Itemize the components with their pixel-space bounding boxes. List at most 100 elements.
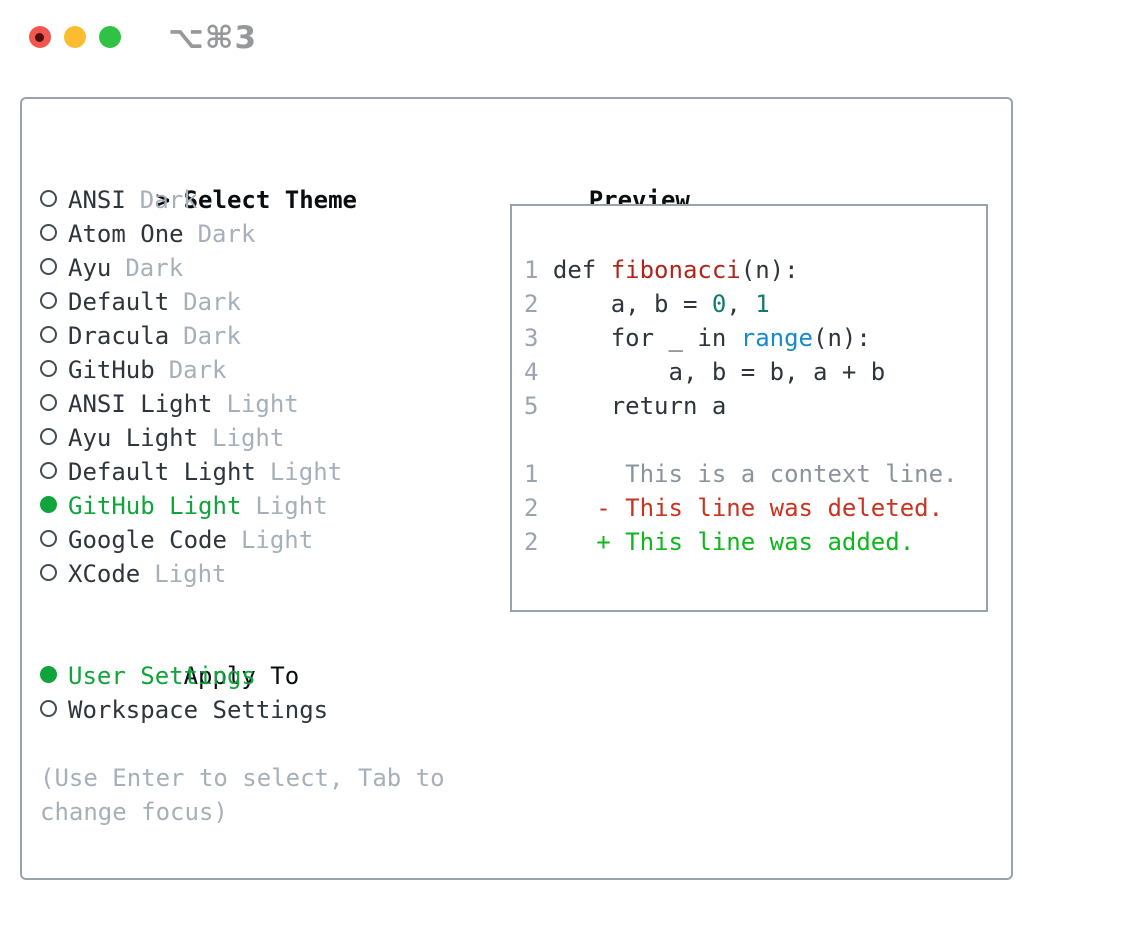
code-line: 2 + This line was added. [524,525,976,559]
theme-list-title: Select Theme [183,186,357,214]
radio-unselected-icon[interactable] [40,428,57,445]
radio-unselected-icon[interactable] [40,700,57,717]
marker-cell [40,285,68,319]
code-token-ln: 4 [524,358,553,386]
code-token-ln: 5 [524,392,553,420]
code-token-code [553,494,596,522]
theme-variant-label: Light [240,526,314,554]
theme-variant-label: Light [226,390,299,418]
theme-variant-label: Light [154,560,227,588]
code-line: 5 return a [524,389,976,423]
code-token-code: (n): [813,324,871,352]
code-token-ln: 3 [524,324,553,352]
radio-unselected-icon[interactable] [40,530,57,547]
theme-list-header: > Select Theme [40,149,480,214]
radio-unselected-icon[interactable] [40,360,57,377]
theme-option-label: XCode [68,560,141,588]
theme-variant-label: Dark [139,186,198,214]
code-token-ln: 2 [524,494,553,522]
theme-option-label: GitHub Light [68,492,242,520]
marker-cell [40,319,68,353]
apply-to-title: Apply To [183,662,300,690]
code-line: 4 a, b = b, a + b [524,355,976,389]
code-token-code: return a [552,392,727,420]
marker-cell [40,353,68,387]
titlebar: ⌥⌘3 [0,0,1140,74]
code-token-ln: 1 [524,460,553,488]
theme-option-label: Ayu [68,254,112,282]
marker-cell [40,421,68,455]
marker-cell [40,251,68,285]
theme-option-github-light[interactable]: GitHub Light Light [40,489,480,523]
radio-unselected-icon[interactable] [40,258,57,275]
code-token-code [553,528,596,556]
theme-option-label: Default Light [68,458,256,486]
theme-option-label: ANSI Light [68,390,213,418]
marker-cell [40,693,68,727]
minimize-button[interactable] [64,26,86,48]
code-token-del: - This line was deleted. [596,494,944,522]
radio-unselected-icon[interactable] [40,326,57,343]
theme-variant-label: Dark [125,254,184,282]
code-token-code: a, b = b, a + b [552,358,886,386]
code-token-code: (n): [740,256,799,284]
theme-option-ayu-light[interactable]: Ayu Light Light [40,421,480,455]
radio-unselected-icon[interactable] [40,394,57,411]
marker-cell [40,489,68,523]
radio-unselected-icon[interactable] [40,462,57,479]
cursor-arrow-icon: > [155,186,171,214]
marker-cell [40,387,68,421]
theme-option-google-code[interactable]: Google Code Light [40,523,480,557]
apply-to-option-label: User Settings [68,662,256,690]
theme-option-label: Default [68,288,170,316]
keyboard-shortcut-label: ⌥⌘3 [168,20,258,56]
marker-cell [40,557,68,591]
radio-selected-icon[interactable] [40,496,57,513]
code-token-num: 1 [755,290,770,318]
theme-option-label: Ayu Light [68,424,199,452]
radio-unselected-icon[interactable] [40,224,57,241]
radio-unselected-icon[interactable] [40,190,57,207]
theme-option-default-light[interactable]: Default Light Light [40,455,480,489]
zoom-button[interactable] [99,26,121,48]
code-token-ln: 1 [524,256,553,284]
radio-unselected-icon[interactable] [40,292,57,309]
code-line: 3 for _ in range(n): [524,321,976,355]
theme-option-label: Atom One [68,220,184,248]
theme-option-label: Google Code [68,526,227,554]
marker-cell [40,217,68,251]
close-button[interactable] [29,26,51,48]
code-token-num: 0 [711,290,727,318]
traffic-lights [29,26,121,48]
code-token-code: , [726,290,756,318]
radio-selected-icon[interactable] [40,666,57,683]
theme-variant-label: Light [212,424,285,452]
apply-to-option-workspace-settings[interactable]: Workspace Settings [40,693,480,727]
code-line: 2 a, b = 0, 1 [524,287,976,321]
theme-option-xcode[interactable]: XCode Light [40,557,480,591]
code-token-func: fibonacci [610,256,741,284]
code-token-code: for _ in [552,324,741,352]
theme-option-ansi-light[interactable]: ANSI Light Light [40,387,480,421]
radio-unselected-icon[interactable] [40,564,57,581]
apply-to-option-label: Workspace Settings [68,696,329,724]
code-token-ln: 2 [524,528,553,556]
code-line: 2 - This line was deleted. [524,491,976,525]
code-line: 1 def fibonacci(n): [524,253,976,287]
apply-to-header: Apply To [40,625,480,690]
theme-variant-label: Dark [183,322,241,350]
theme-option-ayu[interactable]: Ayu Dark [40,251,480,285]
apply-to-option-user-settings[interactable]: User Settings [40,659,480,693]
theme-variant-label: Light [269,458,343,486]
theme-variant-label: Light [255,492,328,520]
theme-option-label: GitHub [68,356,155,384]
